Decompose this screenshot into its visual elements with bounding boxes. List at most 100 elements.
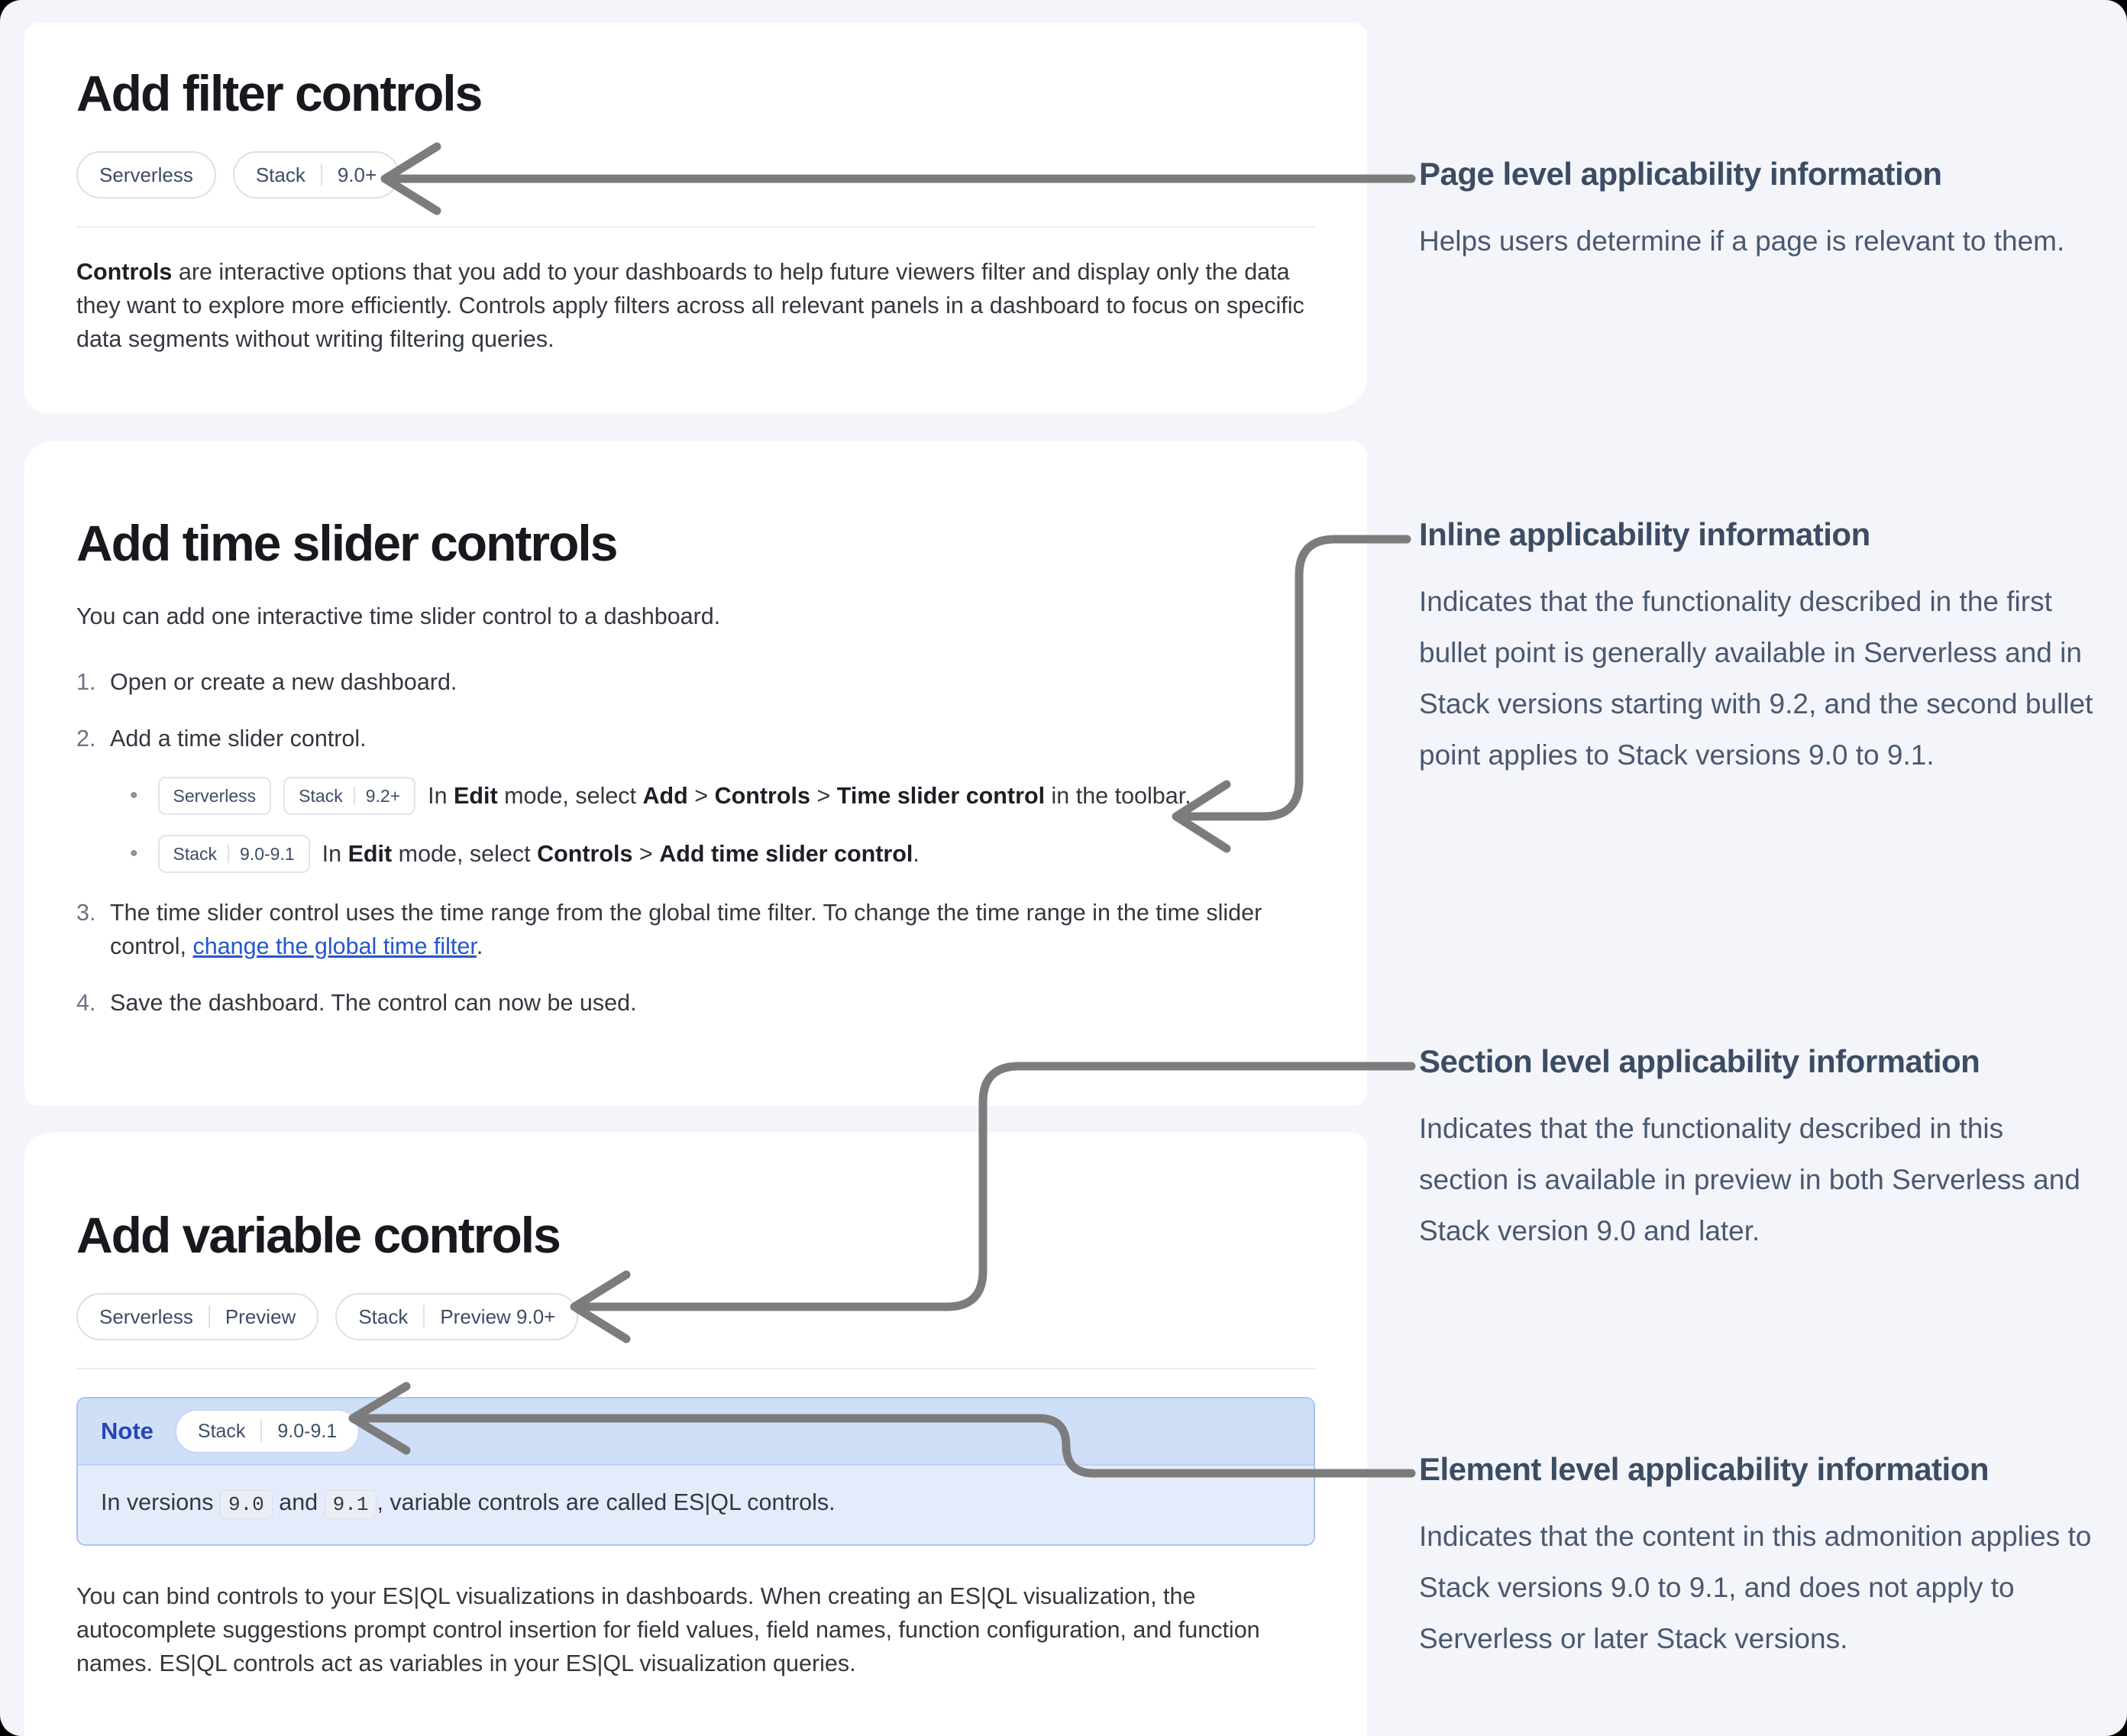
text-segment: Open or create a new dashboard. (110, 669, 457, 695)
badge-segment: Stack (173, 844, 218, 864)
text-segment: mode, select (497, 783, 643, 809)
annotation-body: Indicates that the functionality describ… (1419, 586, 2093, 771)
text-segment: are interactive options that you add to … (76, 259, 1304, 352)
step-text: Add a time slider control. (110, 726, 367, 752)
text-segment: Save the dashboard. The control can now … (110, 990, 637, 1016)
page-applicability-badges: Serverless Stack 9.0+ (76, 151, 1315, 199)
step-4: 4. Save the dashboard. The control can n… (76, 986, 1315, 1020)
annotation-body: Indicates that the content in this admon… (1419, 1521, 2092, 1654)
divider (76, 1368, 1315, 1369)
text-segment: In (322, 841, 348, 867)
section-intro: You can add one interactive time slider … (76, 603, 721, 629)
badge-segment: Stack (255, 163, 305, 186)
bullet-text: In Edit mode, select Controls > Add time… (322, 837, 920, 871)
badge-segment: Stack (358, 1304, 409, 1328)
text-segment: Add a time slider control. (110, 726, 367, 752)
badge-divider (228, 845, 230, 863)
inline-applicability-badges: Serverless Stack 9.2+ (157, 777, 428, 815)
badge-divider (208, 1305, 210, 1328)
step-text: Save the dashboard. The control can now … (110, 986, 1315, 1020)
annotation-element-level: Element level applicability information … (1419, 1451, 2094, 1664)
bullet-icon: • (130, 841, 138, 866)
text-segment: > (632, 841, 660, 867)
section-add-time-slider-controls: Add time slider controls You can add one… (24, 441, 1367, 1106)
note-applicability-badge: Stack 9.0-9.1 (174, 1409, 360, 1453)
note-label: Note (101, 1418, 154, 1444)
bold-text: Add time slider control (659, 841, 913, 867)
step-number: 4. (76, 990, 96, 1016)
applicability-badge: Serverless (157, 777, 272, 815)
note-header: Note Stack 9.0-9.1 (78, 1398, 1314, 1466)
step-number: 3. (76, 900, 96, 926)
badge-segment: Preview (225, 1304, 296, 1328)
step-text: The time slider control uses the time ra… (110, 896, 1315, 963)
step-1: 1. Open or create a new dashboard. (76, 665, 1315, 699)
badge-divider (353, 787, 355, 805)
step-text: Open or create a new dashboard. (110, 665, 1315, 699)
badge-divider (423, 1305, 425, 1328)
badge-segment: Serverless (99, 163, 193, 186)
badge-segment: Stack (197, 1420, 246, 1442)
code-chip: 9.0 (219, 1490, 273, 1519)
text-segment: You can bind controls to your ES|QL visu… (76, 1583, 1260, 1676)
text-segment: . (476, 933, 483, 959)
badge-segment: Preview 9.0+ (440, 1304, 556, 1328)
applicability-badge: Stack 9.0-9.1 (157, 835, 310, 873)
bold-text: Add (642, 783, 688, 809)
bold-text: Time slider control (836, 783, 1046, 809)
annotation-title: Element level applicability information (1419, 1451, 1990, 1487)
bullet-serverless-stack-92: • Serverless Stack 9.2+ In Edit mode, sele… (130, 777, 1315, 815)
bold-text: Controls (537, 841, 633, 867)
annotation-title: Section level applicability information (1419, 1043, 1980, 1079)
inline-link[interactable]: change the global time filter (192, 933, 477, 959)
step-number: 2. (76, 726, 96, 752)
section-title: Add time slider controls (76, 515, 618, 571)
text-segment: , variable controls are called ES|QL con… (377, 1489, 836, 1515)
bold-text: Controls (714, 783, 810, 809)
badge-divider (320, 163, 322, 186)
text-segment: The time slider control uses the time ra… (110, 900, 1262, 959)
note-admonition: Note Stack 9.0-9.1 In versions 9.0 and 9.… (76, 1397, 1315, 1546)
badge-divider (260, 1420, 263, 1443)
applicability-badge: Stack 9.0+ (232, 151, 400, 199)
text-segment: . (913, 841, 920, 867)
bold-text: Controls (76, 259, 173, 285)
body-paragraph: You can bind controls to your ES|QL visu… (76, 1579, 1315, 1680)
note-body: In versions 9.0 and 9.1, variable contro… (78, 1466, 1314, 1544)
badge-segment: 9.0-9.1 (240, 844, 295, 864)
step-number: 1. (76, 669, 96, 695)
badge-segment: 9.0+ (337, 163, 377, 186)
bold-text: Edit (347, 841, 393, 867)
section-title: Add variable controls (76, 1207, 561, 1263)
bullet-text: In Edit mode, select Add > Controls > Ti… (428, 779, 1191, 813)
badge-segment: 9.0-9.1 (277, 1420, 338, 1442)
text-segment: > (810, 783, 837, 809)
annotation-title: Inline applicability information (1419, 516, 1870, 552)
ordered-steps: 1. Open or create a new dashboard. 2. Ad… (76, 665, 1315, 1020)
text-segment: In versions (101, 1489, 220, 1515)
annotation-page-level: Page level applicability information Hel… (1419, 156, 2094, 267)
code-chip: 9.1 (324, 1490, 377, 1519)
badge-segment: Serverless (173, 786, 257, 806)
applicability-badge: Stack 9.2+ (283, 777, 416, 815)
annotation-inline-level: Inline applicability information Indicat… (1419, 516, 2094, 781)
applicability-badge: Serverless (76, 151, 216, 199)
inline-applicability-badges: Stack 9.0-9.1 (157, 835, 322, 873)
badge-segment: Stack (299, 786, 343, 806)
badge-segment: 9.2+ (365, 786, 401, 806)
page-title: Add filter controls (76, 65, 483, 121)
divider (76, 226, 1315, 228)
step-3: 3. The time slider control uses the time… (76, 896, 1315, 963)
step-2: 2. Add a time slider control. • Serverle… (76, 722, 1315, 873)
text-segment: In (428, 783, 454, 809)
applicability-badge: Stack 9.0-9.1 (174, 1409, 360, 1453)
annotation-section-level: Section level applicability information … (1419, 1043, 2094, 1256)
bullet-icon: • (130, 783, 138, 808)
intro-paragraph: Controls are interactive options that yo… (76, 255, 1315, 356)
bullet-stack-90-91: • Stack 9.0-9.1 In Edit mode, select Cont… (130, 835, 1315, 873)
